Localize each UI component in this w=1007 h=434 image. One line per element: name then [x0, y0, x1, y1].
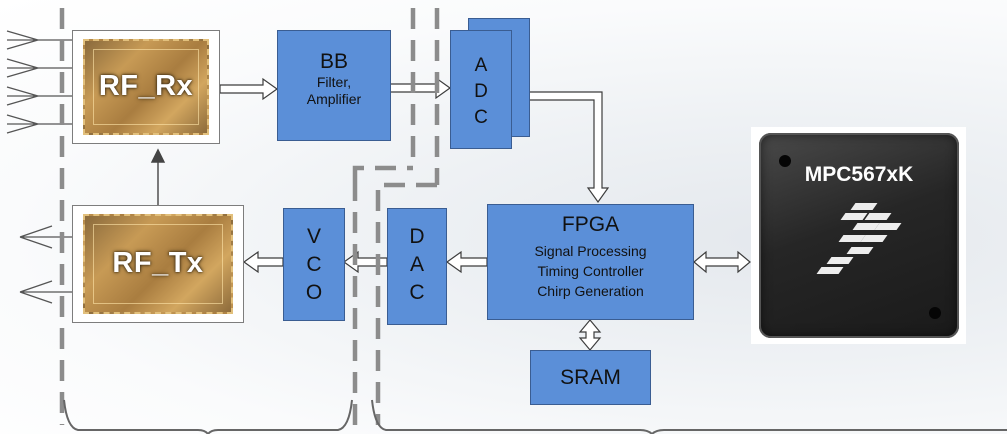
- arrow-adc-to-fpga: [511, 91, 610, 204]
- fpga-title: FPGA: [561, 213, 620, 236]
- adc-block: A D C: [450, 30, 512, 149]
- mcu-label: MPC567xK: [804, 163, 914, 186]
- adc-letter-2: D: [474, 81, 488, 102]
- adc-letter-1: A: [474, 55, 488, 76]
- rf-rx-label: RF_Rx: [98, 69, 194, 102]
- mcu-chip-body: MPC567xK: [759, 133, 959, 338]
- fpga-line-1: Signal Processing: [534, 243, 647, 259]
- corner-dot: [929, 307, 941, 319]
- fpga-line-2: Timing Controller: [537, 263, 644, 279]
- vco-letter-2: C: [306, 253, 322, 276]
- rf-tx-label: RF_Tx: [112, 246, 204, 279]
- arrow-bb-to-adc: [389, 76, 452, 100]
- vco-letter-1: V: [306, 225, 321, 248]
- dac-block: D A C: [387, 208, 447, 325]
- arrow-rftx-to-rfrx: [150, 148, 166, 205]
- sram-block: SRAM: [530, 350, 651, 405]
- rf-tx-die-image: [83, 214, 233, 314]
- mcu-chip: MPC567xK: [751, 127, 966, 344]
- freescale-logo-icon: [816, 201, 909, 281]
- arrow-dac-to-vco: [342, 250, 388, 274]
- group-braces: [63, 399, 1007, 434]
- vco-letter-3: O: [305, 281, 323, 304]
- arrow-fpga-mcu: [693, 250, 751, 274]
- bb-subtitle-2: Amplifier: [306, 91, 362, 107]
- rf-tx-block: RF_Tx: [72, 205, 244, 323]
- fpga-line-3: Chirp Generation: [537, 283, 644, 299]
- rf-rx-block: RF_Rx: [72, 30, 220, 144]
- rx-antennas: [6, 30, 72, 134]
- pin1-dot: [779, 155, 791, 167]
- adc-letter-3: C: [474, 107, 488, 128]
- dac-letter-1: D: [409, 225, 425, 248]
- vco-block: V C O: [283, 208, 345, 321]
- sram-label: SRAM: [560, 366, 621, 389]
- dashed-group-outlines: [59, 8, 440, 425]
- bb-title: BB: [319, 50, 348, 73]
- arrow-fpga-to-dac: [445, 250, 488, 274]
- rf-rx-die-image: [83, 39, 209, 135]
- arrow-fpga-sram: [578, 319, 602, 351]
- bb-block: BB Filter, Amplifier: [277, 30, 391, 141]
- arrow-rfrx-to-bb: [219, 77, 279, 101]
- bb-subtitle-1: Filter,: [316, 74, 352, 90]
- fpga-block: FPGA Signal Processing Timing Controller…: [487, 204, 694, 320]
- dac-letter-2: A: [409, 253, 424, 276]
- dac-letter-3: C: [409, 281, 425, 304]
- arrow-vco-to-rftx: [242, 250, 284, 274]
